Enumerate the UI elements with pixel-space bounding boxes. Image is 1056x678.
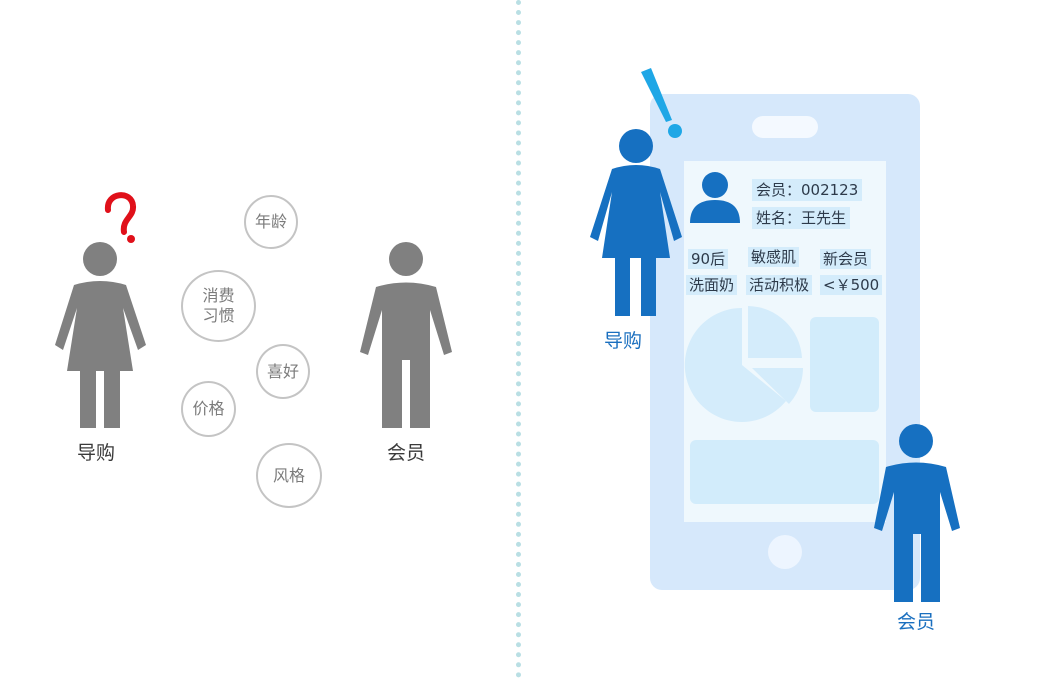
bubble-age: 年龄 — [244, 195, 298, 249]
member-id: 会员：002123 — [752, 179, 863, 201]
bubble-price: 价格 — [181, 381, 236, 437]
screen-card-block — [810, 317, 879, 412]
phone-home-button — [768, 535, 802, 569]
avatar-icon — [690, 172, 740, 223]
pie-chart-icon — [684, 306, 803, 422]
male-member-figure-icon — [360, 242, 452, 428]
section-divider — [516, 0, 521, 678]
right-member-label: 会员 — [896, 611, 935, 633]
member-name: 姓名：王先生 — [752, 207, 851, 229]
phone-speaker — [752, 116, 818, 138]
male-member-figure-icon — [874, 424, 960, 602]
screen-bottom-block — [690, 440, 879, 504]
tag-new-member: 新会员 — [820, 249, 872, 269]
exclamation-icon — [641, 68, 682, 138]
bubble-preference: 喜好 — [256, 344, 310, 399]
tag-cleanser: 洗面奶 — [686, 275, 738, 295]
female-guide-figure-icon — [55, 242, 146, 428]
left-member-label: 会员 — [386, 442, 425, 464]
tag-sensitive-skin: 敏感肌 — [748, 247, 800, 267]
tag-price-range: <￥500 — [820, 275, 883, 295]
bubble-consumption-habit: 消费习惯 — [181, 270, 256, 342]
left-guide-label: 导购 — [76, 442, 115, 464]
female-guide-figure-icon — [590, 129, 682, 316]
bubble-style: 风格 — [256, 443, 322, 508]
right-guide-label: 导购 — [603, 330, 642, 352]
tag-90s: 90后 — [688, 249, 729, 269]
question-mark-icon — [105, 192, 136, 243]
tag-active-in-events: 活动积极 — [746, 275, 813, 295]
